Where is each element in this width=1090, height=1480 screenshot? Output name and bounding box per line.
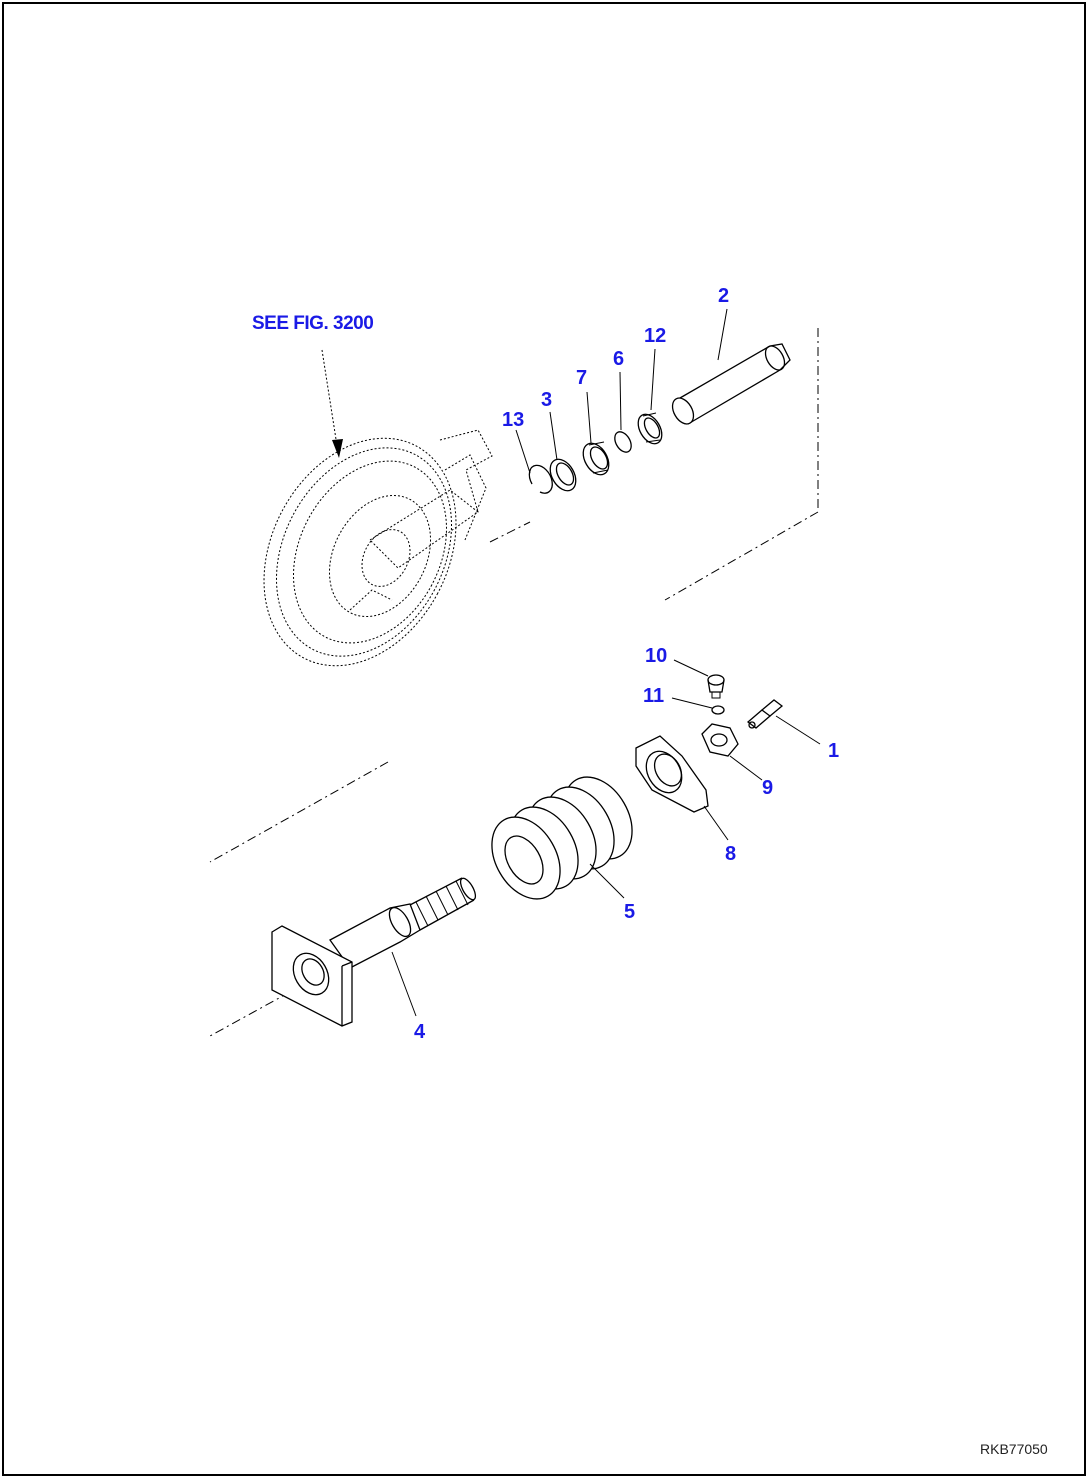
oring-part-6 — [614, 431, 632, 453]
reference-arrow-line — [321, 349, 339, 453]
pin-part-2 — [671, 343, 791, 425]
part-label-3: 3 — [541, 389, 553, 411]
leader-line-4 — [391, 951, 417, 1017]
part-label-10: 10 — [645, 645, 668, 667]
reference-arrow-head — [332, 439, 343, 458]
part-label-2: 2 — [718, 285, 730, 307]
leader-line-8 — [703, 805, 729, 841]
part-label-7: 7 — [576, 367, 588, 389]
part-label-1: 1 — [828, 740, 840, 762]
valve-part-1 — [746, 699, 784, 729]
part-label-6: 6 — [613, 348, 625, 370]
leader-line-2 — [717, 308, 728, 361]
axis-line-short — [489, 521, 531, 543]
leader-line-5 — [589, 863, 625, 899]
collar-part-7 — [582, 441, 610, 476]
leader-line-12 — [650, 348, 656, 411]
center-line-lower — [209, 761, 389, 863]
rod-part-4 — [271, 877, 477, 1027]
oring-part-11 — [711, 705, 725, 715]
leader-line-11 — [671, 697, 713, 709]
leader-line-10 — [673, 659, 709, 677]
center-line-bottom — [209, 991, 291, 1037]
nut-part-9 — [701, 723, 739, 757]
plug-part-10 — [707, 674, 725, 699]
leader-line-1 — [775, 715, 821, 745]
leader-line-7 — [586, 391, 592, 444]
part-label-13: 13 — [502, 409, 525, 431]
leader-line-6 — [619, 371, 622, 431]
ring-part-12 — [637, 412, 663, 445]
part-label-5: 5 — [624, 901, 636, 923]
leader-line-9 — [729, 755, 763, 781]
holder-part-8 — [635, 735, 709, 813]
idler-wheel-ghost — [263, 429, 493, 667]
center-line-upper — [664, 511, 819, 601]
snap-ring-part-13 — [528, 464, 553, 494]
part-label-12: 12 — [644, 325, 667, 347]
seal-part-3 — [549, 458, 577, 492]
part-label-4: 4 — [414, 1021, 426, 1043]
part-label-9: 9 — [762, 777, 774, 799]
part-label-11: 11 — [643, 685, 665, 707]
part-label-8: 8 — [725, 843, 737, 865]
spring-part-5 — [491, 776, 633, 900]
reference-label: SEE FIG. 3200 — [252, 313, 374, 334]
leader-line-3 — [549, 411, 558, 461]
drawing-code: RKB77050 — [980, 1441, 1048, 1457]
leader-line-13 — [515, 429, 531, 474]
